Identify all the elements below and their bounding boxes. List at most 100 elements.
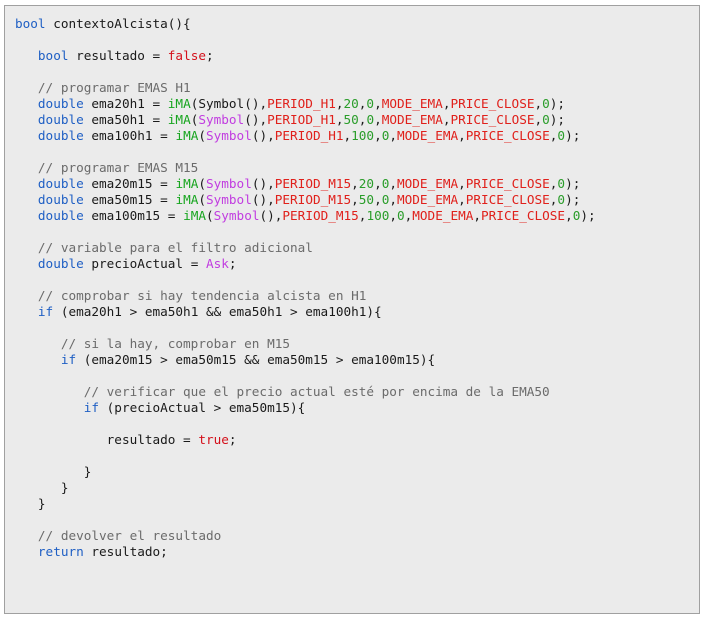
code-token-const: PRICE_CLOSE	[465, 128, 550, 143]
code-line: // si la hay, comprobar en M15	[15, 336, 695, 352]
code-line: if (ema20h1 > ema50h1 && ema50h1 > ema10…	[15, 304, 695, 320]
code-token-const: PERIOD_H1	[267, 96, 336, 111]
code-token-plain: ema100h1 =	[83, 128, 176, 143]
code-token-kw: if	[60, 352, 77, 367]
code-token-plain: );	[580, 208, 596, 223]
code-token-const: PERIOD_H1	[267, 112, 336, 127]
code-token-plain: precioActual =	[83, 256, 206, 271]
code-line	[15, 448, 695, 464]
code-token-plain: ,	[374, 192, 382, 207]
code-token-plain: ,	[534, 96, 543, 111]
code-token-num: 0	[366, 112, 375, 127]
code-token-kw: double	[37, 192, 84, 207]
code-token-ask: Ask	[205, 256, 229, 271]
code-token-plain: resultado =	[15, 432, 199, 447]
code-line: bool contextoAlcista(){	[15, 16, 695, 32]
code-token-num: 0	[366, 96, 375, 111]
code-token-plain: ,	[389, 128, 397, 143]
code-token-num: 0	[542, 96, 550, 111]
code-token-plain: ,	[389, 208, 397, 223]
code-token-plain	[15, 48, 38, 63]
code-token-num: 50	[358, 192, 375, 207]
code-token-kw: double	[37, 128, 84, 143]
code-token-num: 0	[572, 208, 581, 223]
code-token-kw: return	[37, 544, 84, 559]
code-token-plain: ,	[358, 208, 367, 223]
code-token-ima: iMA	[175, 176, 199, 191]
code-line	[15, 320, 695, 336]
code-line: // programar EMAS M15	[15, 160, 695, 176]
code-token-plain: (Symbol(),	[190, 96, 268, 111]
code-token-plain: ,	[458, 128, 466, 143]
code-line: double ema100h1 = iMA(Symbol(),PERIOD_H1…	[15, 128, 695, 144]
code-token-const: MODE_EMA	[412, 208, 474, 223]
code-token-num: 0	[557, 192, 566, 207]
code-token-plain: ;	[228, 432, 237, 447]
code-token-cmt: // comprobar si hay tendencia alcista en…	[15, 288, 367, 303]
code-line: return resultado;	[15, 544, 695, 560]
code-token-plain	[15, 192, 38, 207]
code-line: double ema20h1 = iMA(Symbol(),PERIOD_H1,…	[15, 96, 695, 112]
code-token-num: 0	[557, 176, 566, 191]
code-token-plain: );	[565, 192, 581, 207]
code-token-plain: ,	[335, 96, 344, 111]
code-token-plain: (ema20h1 > ema50h1 && ema50h1 > ema100h1…	[53, 304, 382, 319]
code-token-cmt: // variable para el filtro adicional	[15, 240, 313, 255]
code-token-plain: (	[206, 208, 214, 223]
code-line: double ema50m15 = iMA(Symbol(),PERIOD_M1…	[15, 192, 695, 208]
code-token-num: 50	[343, 112, 359, 127]
code-token-num: 0	[557, 128, 566, 143]
code-token-plain: ,	[358, 96, 367, 111]
code-token-plain: (precioActual > ema50m15){	[99, 400, 306, 415]
code-token-fn: contextoAlcista(){	[45, 16, 191, 31]
code-token-plain: (),	[244, 112, 268, 127]
code-token-cmt: // verificar que el precio actual esté p…	[15, 384, 550, 399]
code-token-ima: iMA	[183, 208, 206, 223]
code-token-sym: Symbol	[206, 176, 252, 191]
code-token-plain	[15, 176, 38, 191]
code-token-plain: ema100m15 =	[83, 208, 184, 223]
code-token-ima: iMA	[167, 96, 191, 111]
code-line: }	[15, 496, 695, 512]
code-token-plain: ,	[389, 176, 397, 191]
code-token-true: true	[198, 432, 229, 447]
code-token-plain: );	[565, 176, 581, 191]
code-token-plain: ;	[228, 256, 237, 271]
code-token-num: 100	[351, 128, 375, 143]
code-token-plain: (ema20m15 > ema50m15 && ema50m15 > ema10…	[76, 352, 436, 367]
code-token-plain	[15, 256, 38, 271]
code-token-plain	[15, 400, 84, 415]
code-token-const: PERIOD_M15	[274, 176, 352, 191]
code-token-plain: );	[549, 112, 566, 127]
code-token-plain: ,	[351, 176, 359, 191]
code-token-plain: ,	[374, 176, 382, 191]
code-token-plain: ,	[374, 96, 382, 111]
code-token-plain: ,	[549, 192, 558, 207]
code-line: double ema50h1 = iMA(Symbol(),PERIOD_H1,…	[15, 112, 695, 128]
code-line: if (ema20m15 > ema50m15 && ema50m15 > em…	[15, 352, 695, 368]
code-token-const: PRICE_CLOSE	[465, 176, 550, 191]
code-token-const: PERIOD_M15	[282, 208, 359, 223]
code-token-plain: (),	[259, 208, 283, 223]
code-token-plain: ,	[351, 192, 359, 207]
code-token-plain	[15, 544, 38, 559]
code-line	[15, 64, 695, 80]
code-token-num: 0	[397, 208, 405, 223]
code-line	[15, 224, 695, 240]
code-token-kw: if	[37, 304, 54, 319]
code-token-plain: ,	[442, 112, 451, 127]
code-token-kw: if	[83, 400, 100, 415]
code-token-ima: iMA	[175, 128, 199, 143]
code-token-plain: (	[190, 112, 199, 127]
code-token-plain: (	[198, 176, 206, 191]
code-line: // variable para el filtro adicional	[15, 240, 695, 256]
code-token-plain: (),	[251, 128, 275, 143]
code-token-num: 0	[542, 112, 550, 127]
code-token-plain: }	[15, 480, 69, 495]
code-token-plain: ,	[374, 112, 382, 127]
code-token-plain: ,	[549, 176, 558, 191]
code-line: if (precioActual > ema50m15){	[15, 400, 695, 416]
code-token-const: PERIOD_M15	[274, 192, 352, 207]
code-token-plain	[15, 208, 38, 223]
code-token-plain	[15, 304, 38, 319]
